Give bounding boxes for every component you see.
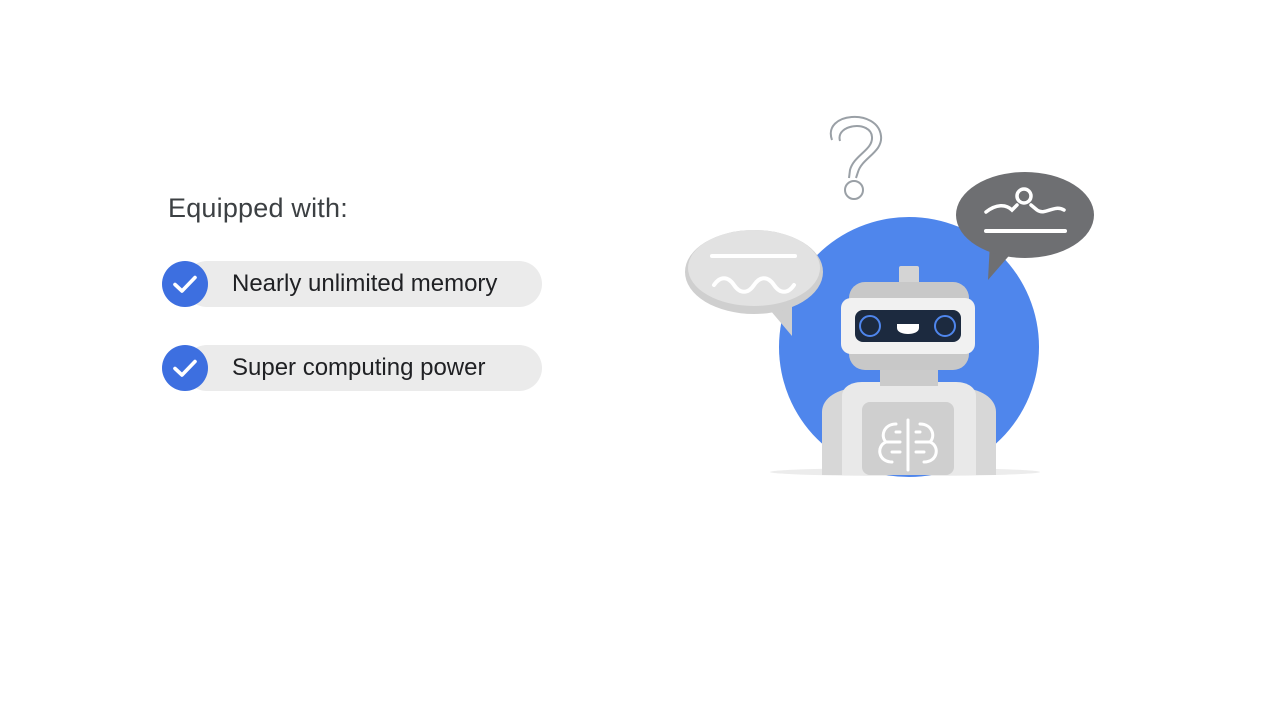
checkmark-icon xyxy=(162,345,208,391)
feature-pill xyxy=(184,345,542,391)
feature-label: Super computing power xyxy=(232,354,486,381)
feature-pill xyxy=(184,261,542,307)
robot-eye-right xyxy=(934,315,956,337)
speech-bubble-icon xyxy=(685,230,823,336)
feature-label: Nearly unlimited memory xyxy=(232,270,498,297)
robot-head xyxy=(841,266,975,370)
robot-eye-left xyxy=(859,315,881,337)
feature-item-memory: Nearly unlimited memory xyxy=(162,261,542,307)
question-mark-icon xyxy=(829,115,883,200)
brain-icon xyxy=(878,418,938,472)
checkmark-icon xyxy=(162,261,208,307)
speech-bubble-icon xyxy=(956,172,1094,280)
feature-item-computing: Super computing power xyxy=(162,345,542,391)
robot-illustration xyxy=(685,115,1094,477)
slide-heading: Equipped with: xyxy=(168,193,348,223)
robot-mouth xyxy=(897,324,919,334)
